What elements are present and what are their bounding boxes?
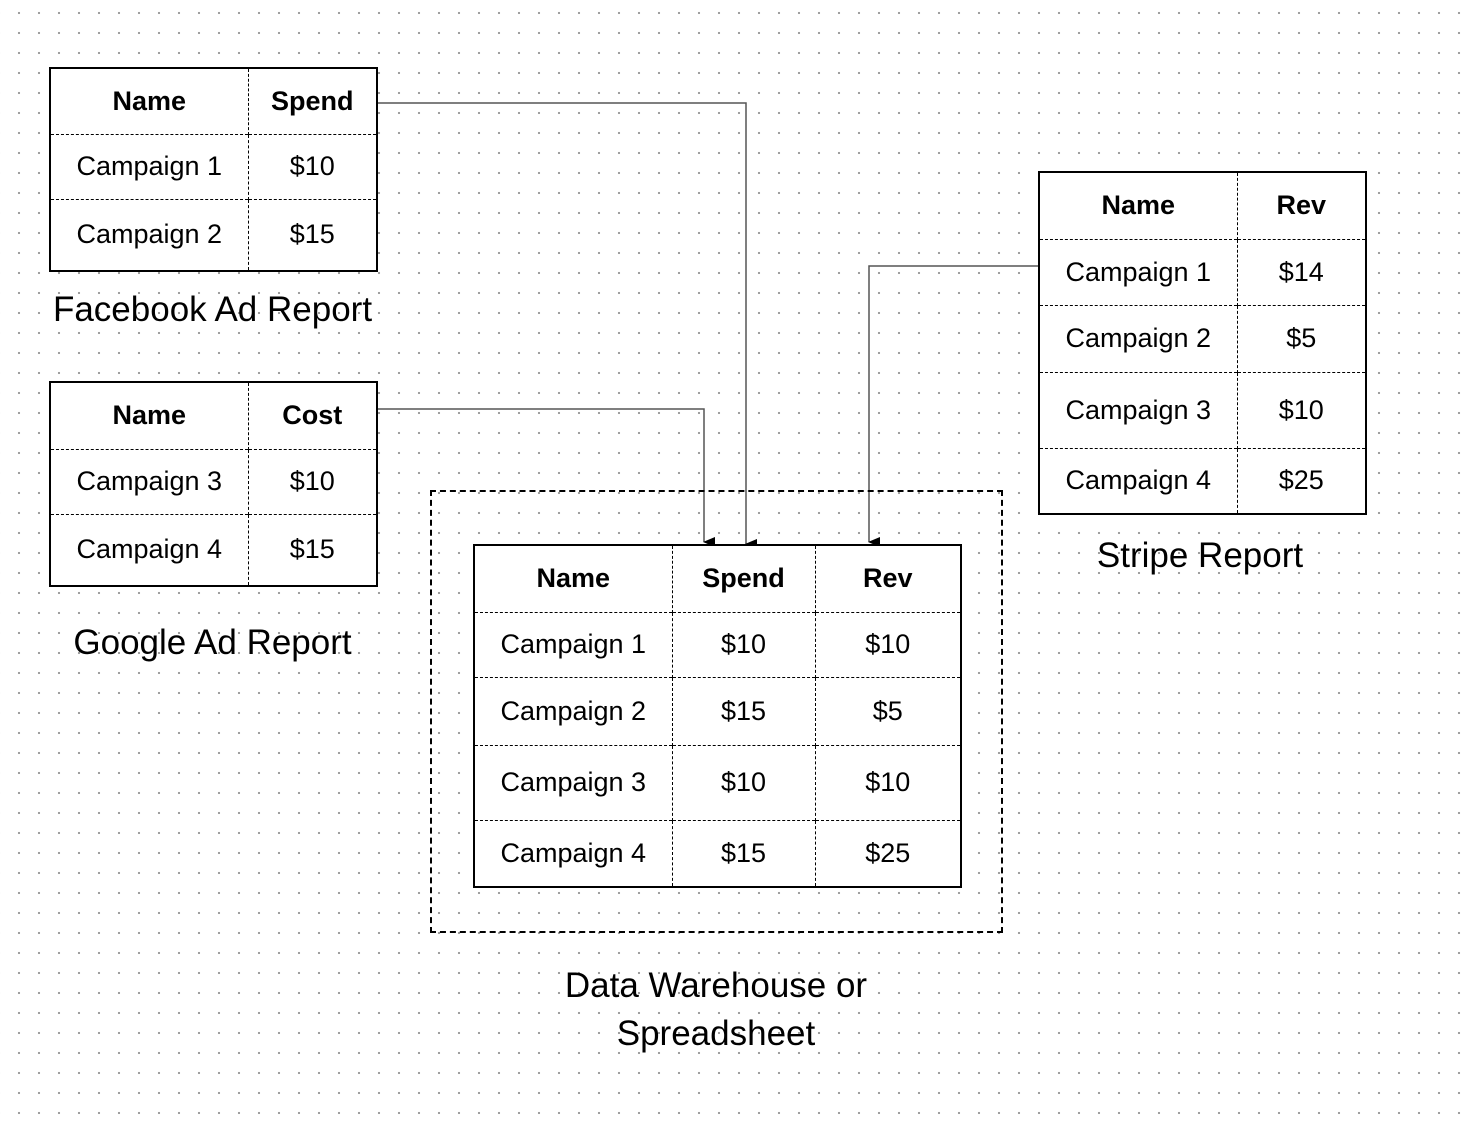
warehouse-caption-line1: Data Warehouse or — [564, 966, 868, 1005]
table-cell: $10 — [671, 744, 815, 820]
table-cell: Campaign 4 — [474, 819, 672, 887]
table-row: Campaign 1 $14 — [1039, 238, 1366, 305]
table-cell: Campaign 1 — [1039, 238, 1237, 305]
table-cell: $15 — [247, 198, 377, 271]
table-cell: $10 — [814, 611, 961, 677]
google-report-table: Name Cost Campaign 3 $10 Campaign 4 $15 — [49, 381, 378, 587]
column-header: Spend — [671, 545, 815, 612]
table-row: Campaign 2 $15 $5 — [474, 676, 961, 745]
table-cell: $15 — [671, 676, 815, 745]
table-cell: Campaign 4 — [50, 513, 248, 586]
column-header: Name — [112, 400, 187, 431]
warehouse-container — [430, 490, 1003, 933]
table-cell: Campaign 2 — [1039, 304, 1237, 372]
table-row: Campaign 1 $10 $10 — [474, 611, 961, 677]
table-cell: $5 — [1236, 304, 1366, 372]
table-cell: Campaign 3 — [1039, 371, 1237, 448]
table-cell: $10 — [671, 611, 815, 677]
table-row: Campaign 3 $10 — [1039, 371, 1366, 448]
table-cell: Campaign 3 — [50, 448, 248, 514]
table-cell: $15 — [671, 819, 815, 887]
table-row: Campaign 2 $5 — [1039, 304, 1366, 372]
table-cell: $14 — [1236, 238, 1366, 305]
table-row: Campaign 2 $15 — [50, 198, 377, 271]
stripe-report-caption: Stripe Report — [1096, 536, 1304, 575]
table-cell: Campaign 2 — [474, 676, 672, 745]
table-row: Campaign 3 $10 — [50, 448, 377, 514]
table-cell: $25 — [1236, 447, 1366, 514]
table-cell: $10 — [247, 448, 377, 514]
table-row: Campaign 4 $15 $25 — [474, 819, 961, 887]
column-header: Cost — [247, 382, 377, 449]
table-row: Campaign 4 $25 — [1039, 447, 1366, 514]
table-cell: $5 — [814, 676, 961, 745]
facebook-report-caption: Facebook Ad Report — [52, 290, 373, 329]
table-cell: Campaign 1 — [50, 133, 248, 199]
table-cell: $10 — [247, 133, 377, 199]
table-cell: $15 — [247, 513, 377, 586]
google-report-caption: Google Ad Report — [73, 623, 352, 662]
column-header: Name — [1101, 190, 1176, 221]
column-header: Name — [112, 85, 187, 116]
column-header: Name — [536, 563, 611, 594]
warehouse-table: Name Spend Rev Campaign 1 $10 $10 Campai… — [473, 544, 962, 888]
table-cell: $10 — [814, 744, 961, 820]
table-row: Campaign 4 $15 — [50, 513, 377, 586]
table-cell: $10 — [1236, 371, 1366, 448]
table-cell: $25 — [814, 819, 961, 887]
warehouse-caption: Data Warehouse or Spreadsheet — [480, 962, 952, 1058]
column-header: Rev — [814, 545, 961, 612]
stripe-report-table: Name Rev Campaign 1 $14 Campaign 2 $5 Ca… — [1038, 171, 1367, 515]
google-cost-arrow — [375, 408, 715, 547]
column-header: Spend — [247, 68, 377, 134]
table-cell: Campaign 1 — [474, 611, 672, 677]
facebook-report-table: Name Spend Campaign 1 $10 Campaign 2 $15 — [49, 67, 378, 272]
facebook-spend-arrow — [375, 102, 757, 549]
table-row: Campaign 3 $10 $10 — [474, 744, 961, 820]
table-cell: Campaign 4 — [1039, 447, 1237, 514]
table-cell: Campaign 3 — [474, 744, 672, 820]
column-header: Rev — [1236, 172, 1366, 239]
table-cell: Campaign 2 — [50, 198, 248, 271]
warehouse-caption-line2: Spreadsheet — [616, 1014, 816, 1053]
table-row: Campaign 1 $10 — [50, 133, 377, 199]
stripe-rev-arrow — [868, 265, 1039, 547]
